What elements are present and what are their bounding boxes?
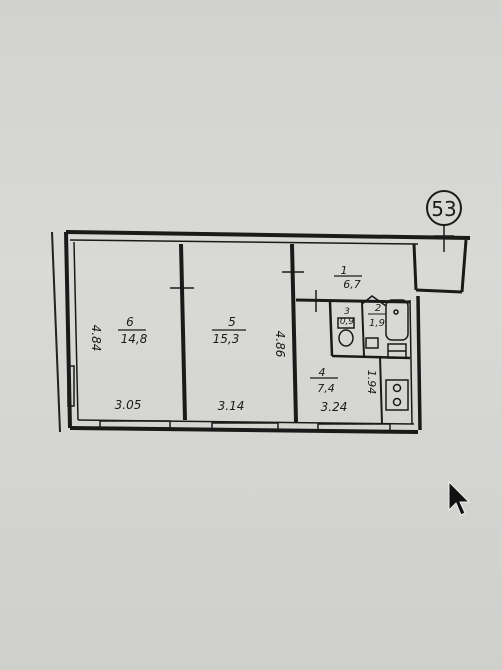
outer-wall-line [51,231,61,433]
windows [67,365,391,432]
plan-number-badge: 53 [426,190,462,226]
dim-room4-height: 1.94 [365,370,378,395]
room-5-label: 5 15,3 [212,315,246,346]
room-2-number: 2 [375,303,381,314]
room-6-number: 6 [126,315,134,329]
kitchen-sink-icon [387,343,407,359]
room-4-area: 7,4 [317,382,335,395]
room-3-label: 3 0,9 [340,307,355,327]
room-6-area: 14,8 [121,332,148,346]
plan-number: 53 [431,197,456,221]
room-2-label: 2 1,9 [368,303,386,329]
dim-room4-width: 3.24 [321,400,348,414]
door-marks [170,226,454,312]
room-6-label: 6 14,8 [118,315,148,346]
room-2-area: 1,9 [369,318,385,329]
dim-room6-width: 3.05 [115,398,142,412]
toilet-icon [337,317,355,347]
bathtub-icon [385,299,409,341]
room-1-area: 6,7 [343,278,361,291]
room-1-label: 1 6,7 [334,264,362,291]
room-5-number: 5 [228,315,236,329]
sink-icon [365,337,379,349]
dim-room5-height: 4.86 [273,331,287,358]
room-3-number: 3 [344,307,350,317]
dim-left-height: 4.84 [89,325,103,352]
mouse-cursor-icon [448,480,471,516]
room-4-label: 4 7,4 [310,366,338,395]
room-4-number: 4 [319,366,326,379]
stove-icon [385,379,409,411]
room-1-number: 1 [341,264,348,277]
room-3-area: 0,9 [340,317,355,327]
room-5-area: 15,3 [213,332,240,346]
dim-room5-width: 3.14 [218,399,245,413]
